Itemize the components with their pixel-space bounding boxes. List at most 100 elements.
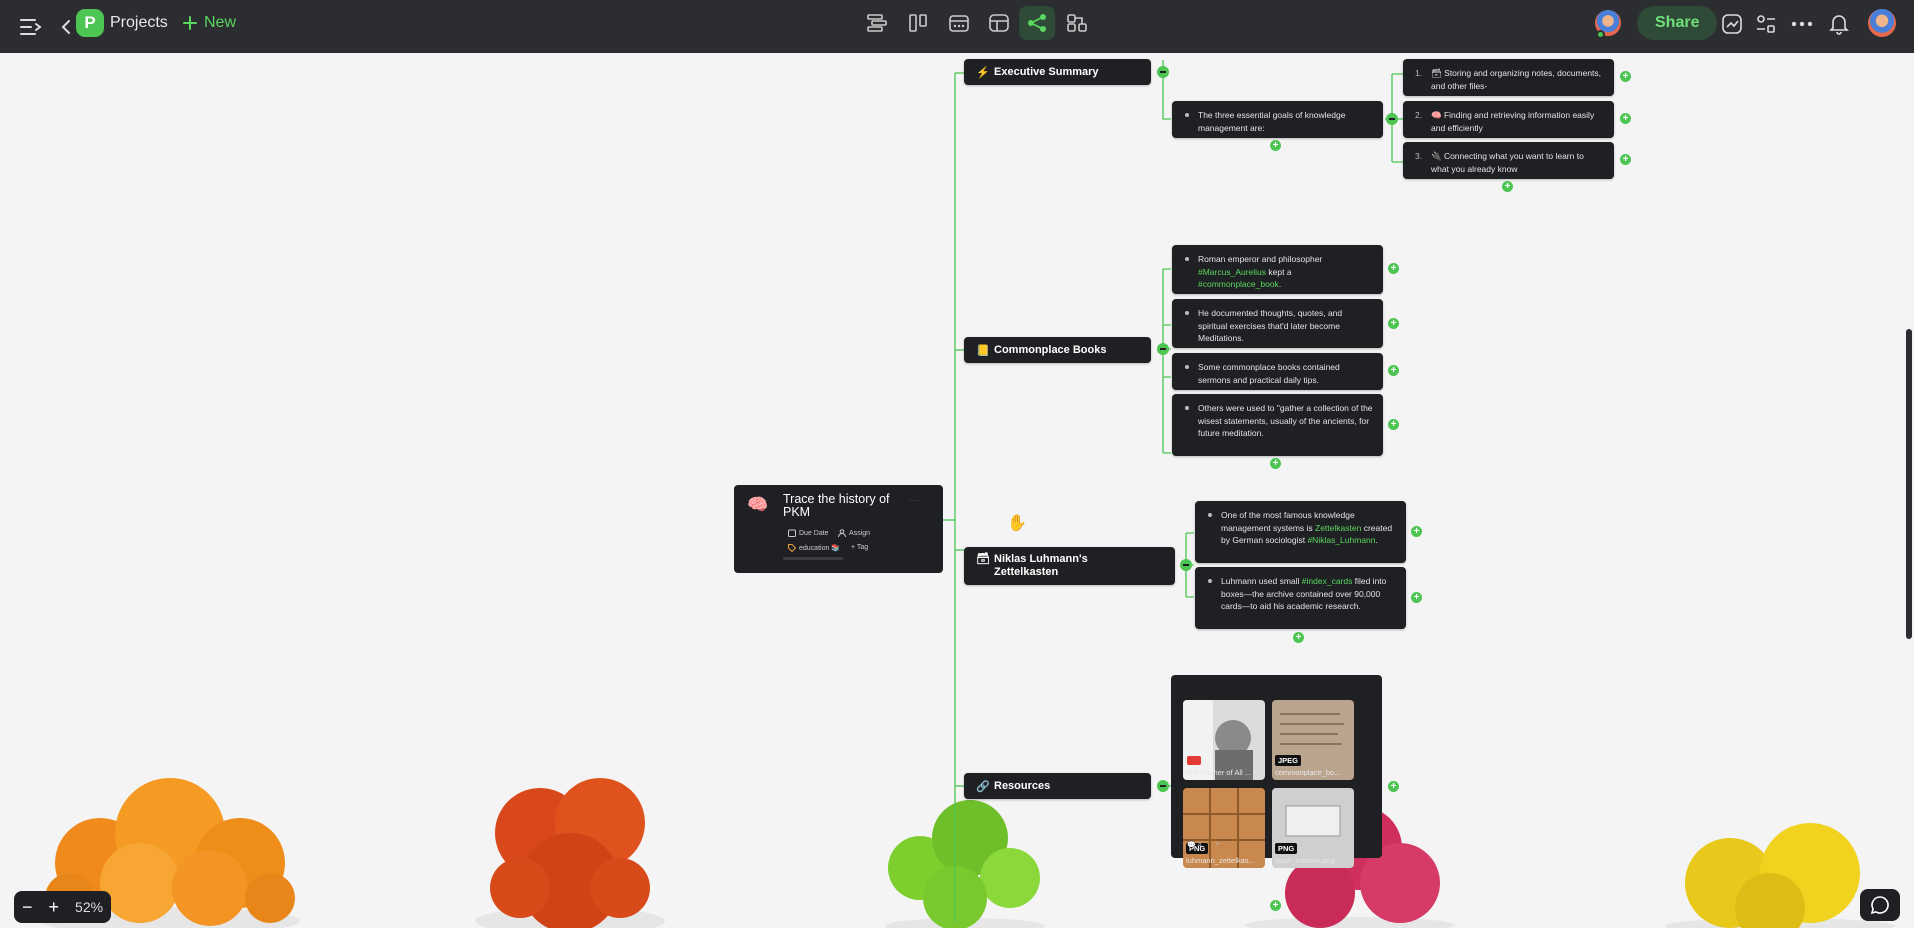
board-view-icon[interactable] (900, 6, 936, 40)
new-label: New (204, 14, 237, 31)
add-node-button[interactable]: + (1270, 900, 1281, 911)
chat-button[interactable] (1860, 889, 1900, 921)
youtube-icon (1187, 756, 1201, 765)
note-goals-intro[interactable]: The three essential goals of knowledge m… (1172, 101, 1383, 138)
goal-item-3[interactable]: 3. 🔌 Connecting what you want to learn t… (1403, 142, 1614, 179)
more-options-icon[interactable]: ··· (909, 495, 919, 506)
note-sermons[interactable]: Some commonplace books contained sermons… (1172, 353, 1383, 390)
due-date-button[interactable]: Due Date (788, 529, 829, 537)
note-zettelkasten-intro[interactable]: One of the most famous knowledge managem… (1195, 501, 1406, 563)
user-avatar[interactable] (1866, 7, 1898, 39)
add-node-button[interactable]: + (1502, 181, 1513, 192)
hashtag-link[interactable]: Zettelkasten (1315, 522, 1362, 533)
list-view-icon[interactable] (859, 6, 895, 40)
goal-item-2[interactable]: 2. 🧠 Finding and retrieving information … (1403, 101, 1614, 138)
goal-item-1[interactable]: 1. 🗃 Storing and organizing notes, docum… (1403, 59, 1614, 96)
add-node-button[interactable]: + (1620, 71, 1631, 82)
list-number: 2. (1415, 110, 1423, 120)
person-icon (838, 529, 846, 537)
bullet-icon (1185, 311, 1189, 315)
mindmap-view-icon[interactable] (1019, 6, 1055, 40)
attachment-name: The Mother of All ... (1186, 768, 1252, 777)
add-node-button[interactable]: + (1411, 592, 1422, 603)
collapse-toggle[interactable] (1157, 66, 1169, 78)
goal-text: 🔌 Connecting what you want to learn to w… (1431, 151, 1584, 174)
sidebar-toggle-icon[interactable] (18, 14, 44, 40)
comments-count[interactable]: 💬 4 (1187, 842, 1202, 849)
add-node-button[interactable]: + (1388, 318, 1399, 329)
hashtag-link[interactable]: #Marcus_Aurelius (1198, 266, 1267, 277)
goal-text: 🧠 Finding and retrieving information eas… (1431, 110, 1595, 133)
bullet-icon (1185, 257, 1189, 261)
bullet-icon (1208, 513, 1212, 517)
tag-education[interactable]: education 📚 (788, 544, 840, 552)
tag-label: education 📚 (799, 545, 841, 552)
more-options-icon[interactable] (1790, 12, 1814, 36)
new-button[interactable]: New (182, 11, 236, 35)
topic-resources[interactable]: 🔗 Resources (964, 773, 1151, 799)
attachment-name: bush_memex.png (1275, 856, 1335, 865)
add-node-button[interactable]: + (1270, 140, 1281, 151)
add-node-button[interactable]: + (1620, 113, 1631, 124)
note-text: Some commonplace books contained sermons… (1198, 362, 1340, 385)
assign-button[interactable]: Assign (838, 529, 870, 537)
share-button[interactable]: Share (1637, 6, 1718, 40)
customize-icon[interactable] (1754, 12, 1778, 36)
topic-zettelkasten[interactable]: 🗃 Niklas Luhmann's Zettelkasten (964, 547, 1175, 585)
attachment-commonplace-jpeg[interactable]: JPEG commonplace_bo... (1272, 700, 1354, 780)
notebook-icon: 📒 (976, 344, 990, 357)
note-wisest-statements[interactable]: Others were used to "gather a collection… (1172, 394, 1383, 456)
collapse-toggle[interactable] (1386, 113, 1398, 125)
zoom-in-button[interactable]: + (48, 896, 60, 917)
vertical-scrollbar[interactable] (1906, 329, 1912, 639)
mindmap-canvas[interactable]: 🧠 Trace the history of PKM Due Date Assi… (0, 53, 1914, 928)
note-marcus-aurelius[interactable]: Roman emperor and philosopher #Marcus_Au… (1172, 245, 1383, 294)
resources-attachments-card[interactable]: The Mother of All ... JPEG commonplace_b… (1171, 675, 1382, 868)
add-node-button[interactable]: + (1388, 263, 1399, 274)
note-meditations[interactable]: He documented thoughts, quotes, and spir… (1172, 299, 1383, 348)
lightning-icon: ⚡ (976, 66, 990, 79)
project-name[interactable]: Projects (110, 14, 168, 31)
root-task-card[interactable]: 🧠 Trace the history of PKM Due Date Assi… (734, 485, 943, 573)
collapse-toggle[interactable] (1157, 343, 1169, 355)
add-node-button[interactable]: + (1388, 365, 1399, 376)
tag-icon (788, 544, 796, 552)
add-node-button[interactable]: + (1620, 154, 1631, 165)
hashtag-link[interactable]: #Niklas_Luhmann (1307, 535, 1376, 545)
chevron-left-icon[interactable] (58, 14, 74, 40)
add-tag-button[interactable]: + Tag (851, 544, 869, 551)
project-badge[interactable]: P (76, 9, 104, 37)
attachment-name: commonplace_bo... (1275, 768, 1341, 777)
automation-icon[interactable] (1720, 12, 1744, 36)
table-view-icon[interactable] (981, 6, 1017, 40)
collapse-toggle[interactable] (1157, 780, 1169, 792)
file-type-badge: JPEG (1275, 755, 1302, 766)
calendar-icon (788, 529, 796, 537)
note-index-cards[interactable]: Luhmann used small #index_cards filed in… (1195, 567, 1406, 629)
hashtag-link[interactable]: #index_cards (1301, 576, 1353, 586)
topic-executive-summary[interactable]: ⚡ Executive Summary (964, 59, 1151, 85)
add-node-button[interactable]: + (1388, 419, 1399, 430)
note-text: One of the most famous knowledge managem… (1221, 510, 1355, 533)
attachment-luhmann-png[interactable]: PNG luhmann_zettelkas... (1183, 788, 1265, 868)
collapse-toggle[interactable] (1180, 559, 1192, 571)
flowchart-view-icon[interactable] (1059, 6, 1095, 40)
add-node-button[interactable]: + (1293, 632, 1304, 643)
zoom-out-button[interactable]: − (22, 896, 33, 917)
attachment-video[interactable]: The Mother of All ... (1183, 700, 1265, 780)
add-node-button[interactable]: + (1411, 526, 1422, 537)
add-node-button[interactable]: + (1270, 458, 1281, 469)
calendar-view-icon[interactable] (941, 6, 977, 40)
hashtag-link[interactable]: #commonplace_book (1198, 279, 1279, 289)
attachment-memex-png[interactable]: PNG bush_memex.png (1272, 788, 1354, 868)
progress-bar (783, 557, 843, 560)
bell-icon[interactable] (1827, 12, 1851, 36)
note-text: He documented thoughts, quotes, and spir… (1198, 308, 1343, 343)
zoom-level[interactable]: 52% (75, 899, 104, 915)
assign-label: Assign (849, 529, 871, 537)
topic-label: Executive Summary (994, 66, 1099, 78)
add-attachment-button[interactable]: + (1215, 841, 1220, 848)
root-title[interactable]: Trace the history of PKM (783, 492, 890, 519)
topic-commonplace-books[interactable]: 📒 Commonplace Books (964, 337, 1151, 363)
add-node-button[interactable]: + (1388, 781, 1399, 792)
